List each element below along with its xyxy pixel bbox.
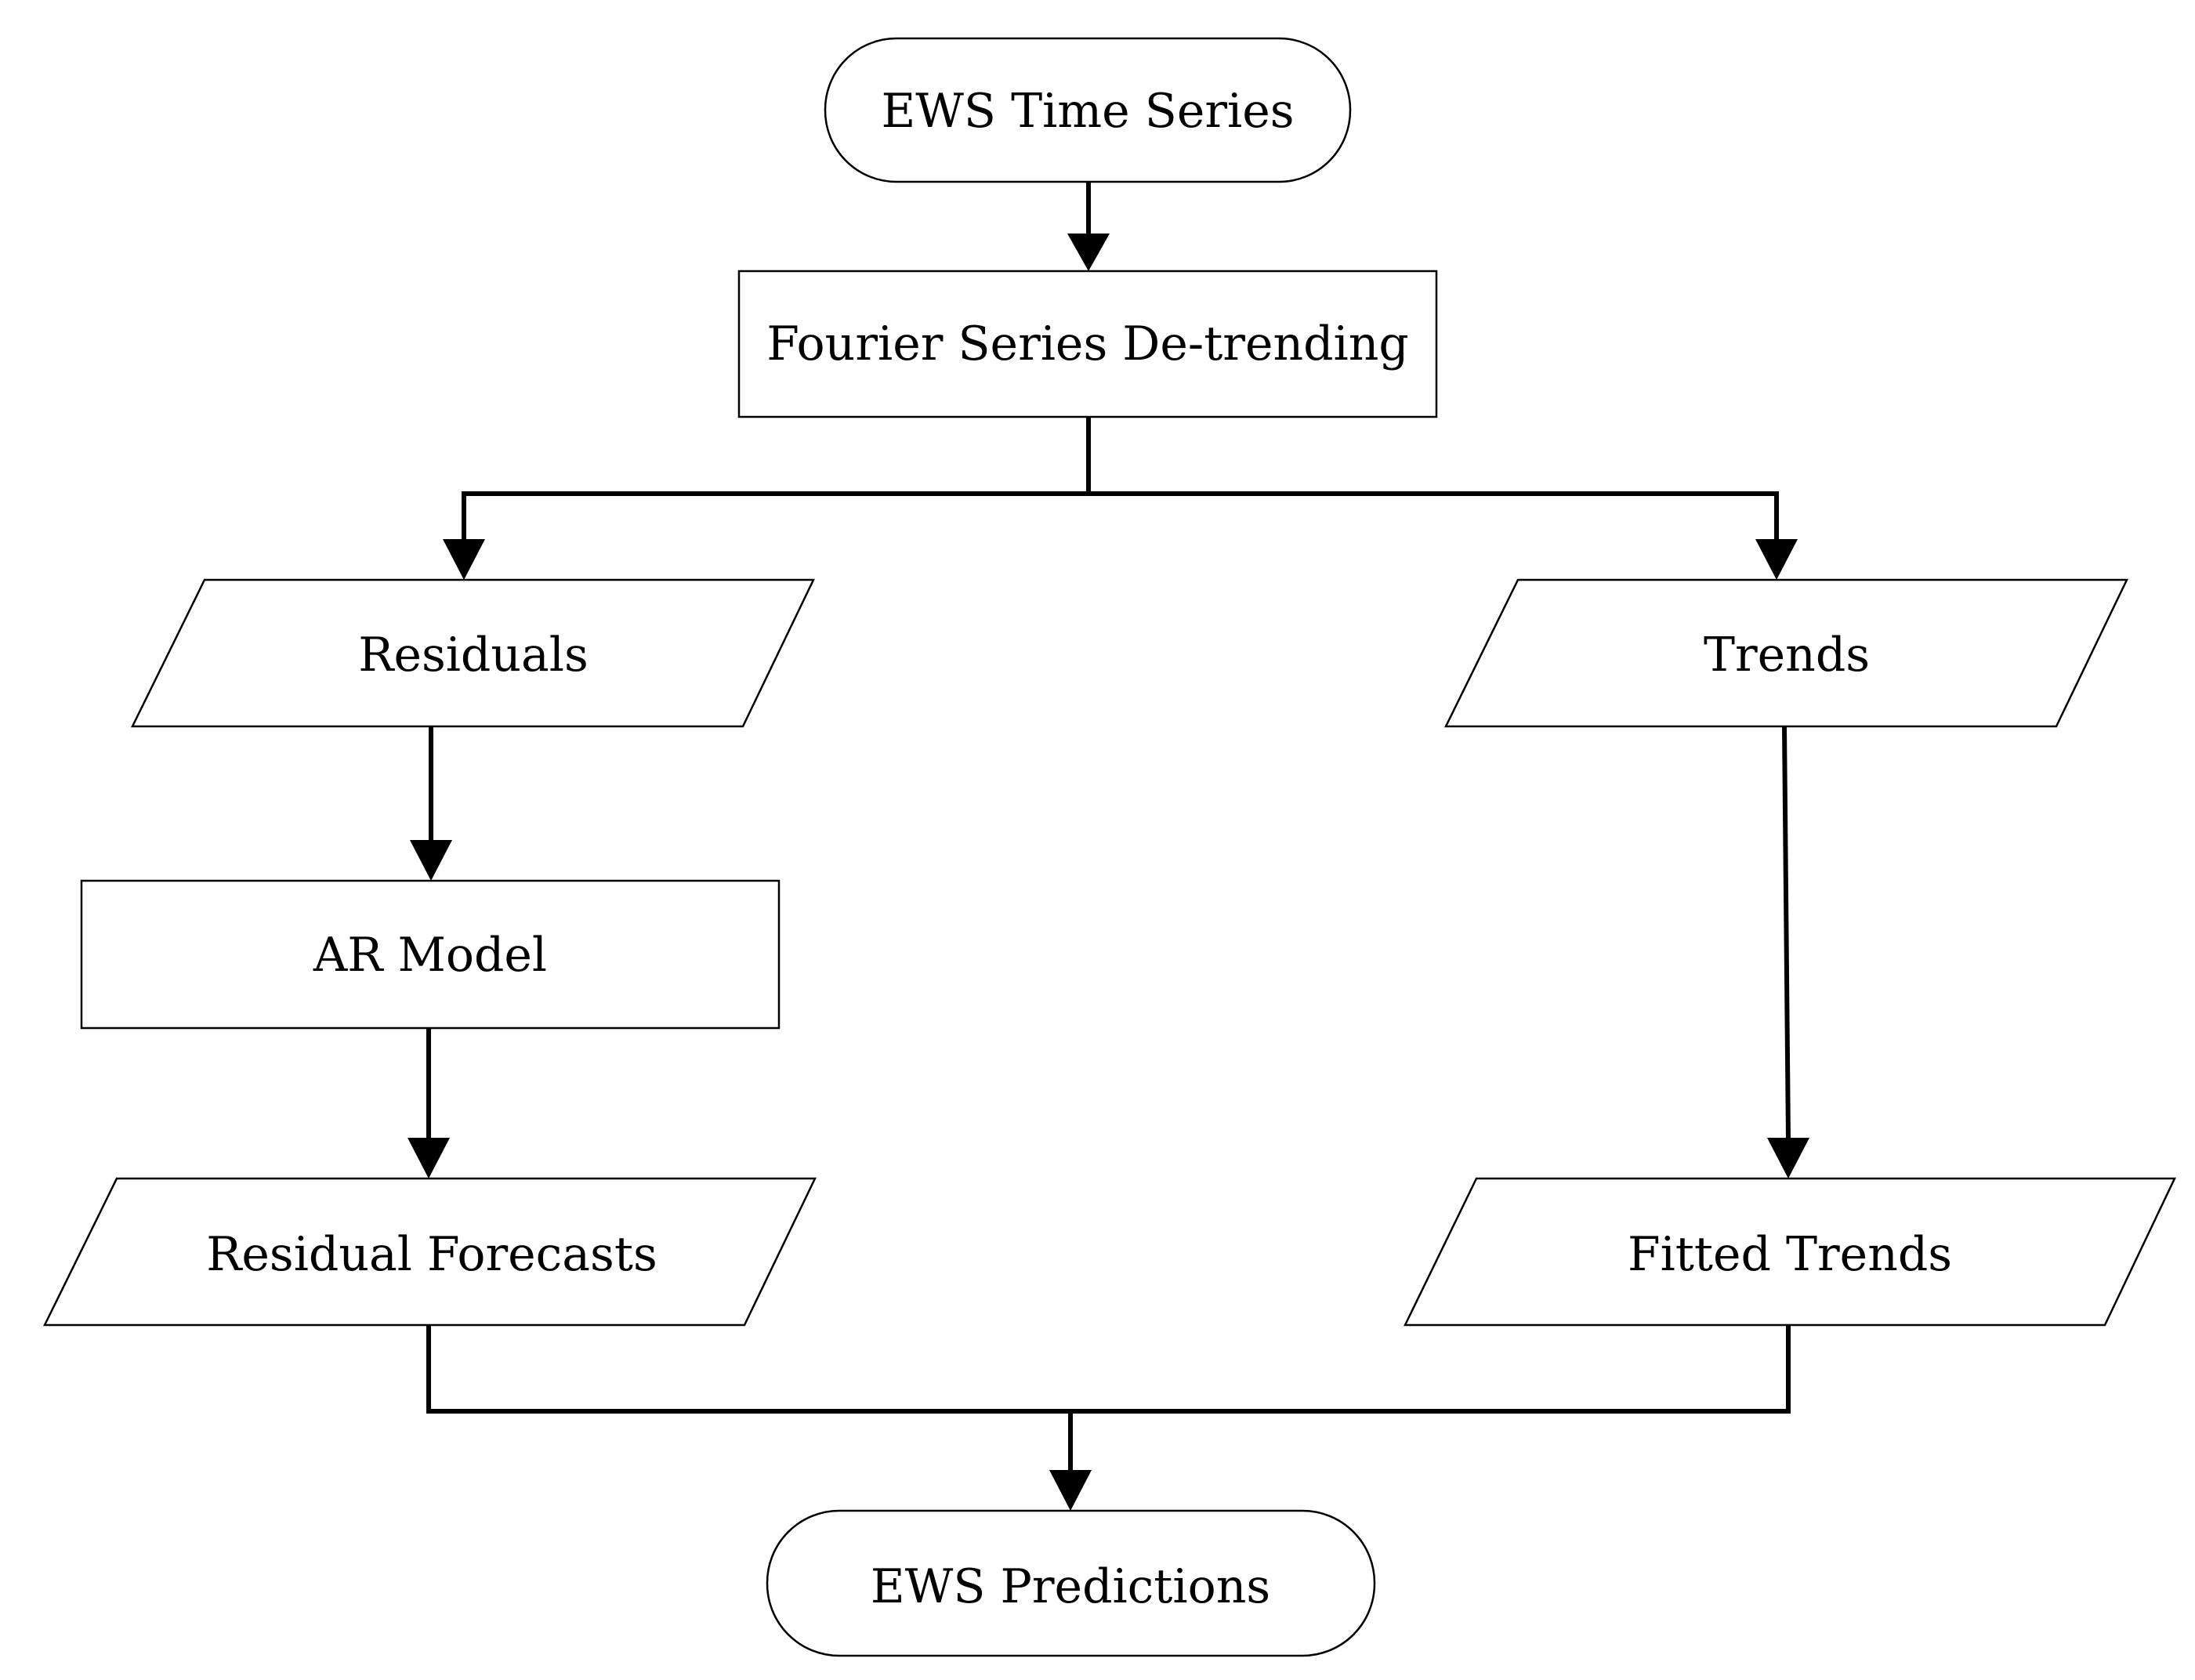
node-label: Fourier Series De-trending (766, 317, 1409, 371)
node-label: Trends (1704, 628, 1870, 682)
node-residual-forecasts: Residual Forecasts (42, 1177, 817, 1327)
data-shape (1404, 1177, 2176, 1327)
data-shape (1443, 578, 2128, 728)
node-ar-model: AR Model (80, 879, 781, 1030)
terminator-shape (766, 1509, 1376, 1657)
node-label: Fitted Trends (1628, 1227, 1952, 1282)
edge-trends-to-fitted-trends (1781, 723, 1791, 1143)
connectors (426, 179, 1791, 1474)
data-shape (130, 578, 815, 728)
arrowhead-residuals (443, 539, 485, 580)
arrowhead-fitted-trends (1767, 1138, 1809, 1179)
node-label: Residual Forecasts (206, 1227, 657, 1282)
node-label: Residuals (358, 628, 588, 682)
node-residuals: Residuals (130, 578, 815, 728)
node-fourier-detrending: Fourier Series De-trending (737, 270, 1438, 418)
node-trends: Trends (1443, 578, 2128, 728)
arrowhead-ar-model (410, 840, 452, 881)
arrowhead-residual-forecasts (407, 1138, 450, 1179)
arrowhead-trends (1755, 539, 1798, 580)
node-ews-time-series: EWS Time Series (824, 37, 1352, 183)
process-shape (80, 879, 781, 1030)
arrowhead-ews-predictions (1049, 1470, 1092, 1511)
node-label: EWS Time Series (881, 84, 1294, 139)
node-ews-predictions: EWS Predictions (766, 1509, 1376, 1657)
process-shape (737, 270, 1438, 418)
arrowhead-fourier-detrending (1067, 234, 1110, 271)
node-label: EWS Predictions (871, 1559, 1270, 1614)
node-label: AR Model (313, 928, 547, 983)
terminator-shape (824, 37, 1352, 183)
edge-fourier-detrending-split (462, 415, 1779, 496)
arrowheads (407, 234, 1809, 1511)
data-shape (42, 1177, 817, 1327)
edge-merge-to-ews-predictions (426, 1323, 1791, 1474)
node-fitted-trends: Fitted Trends (1404, 1177, 2176, 1327)
